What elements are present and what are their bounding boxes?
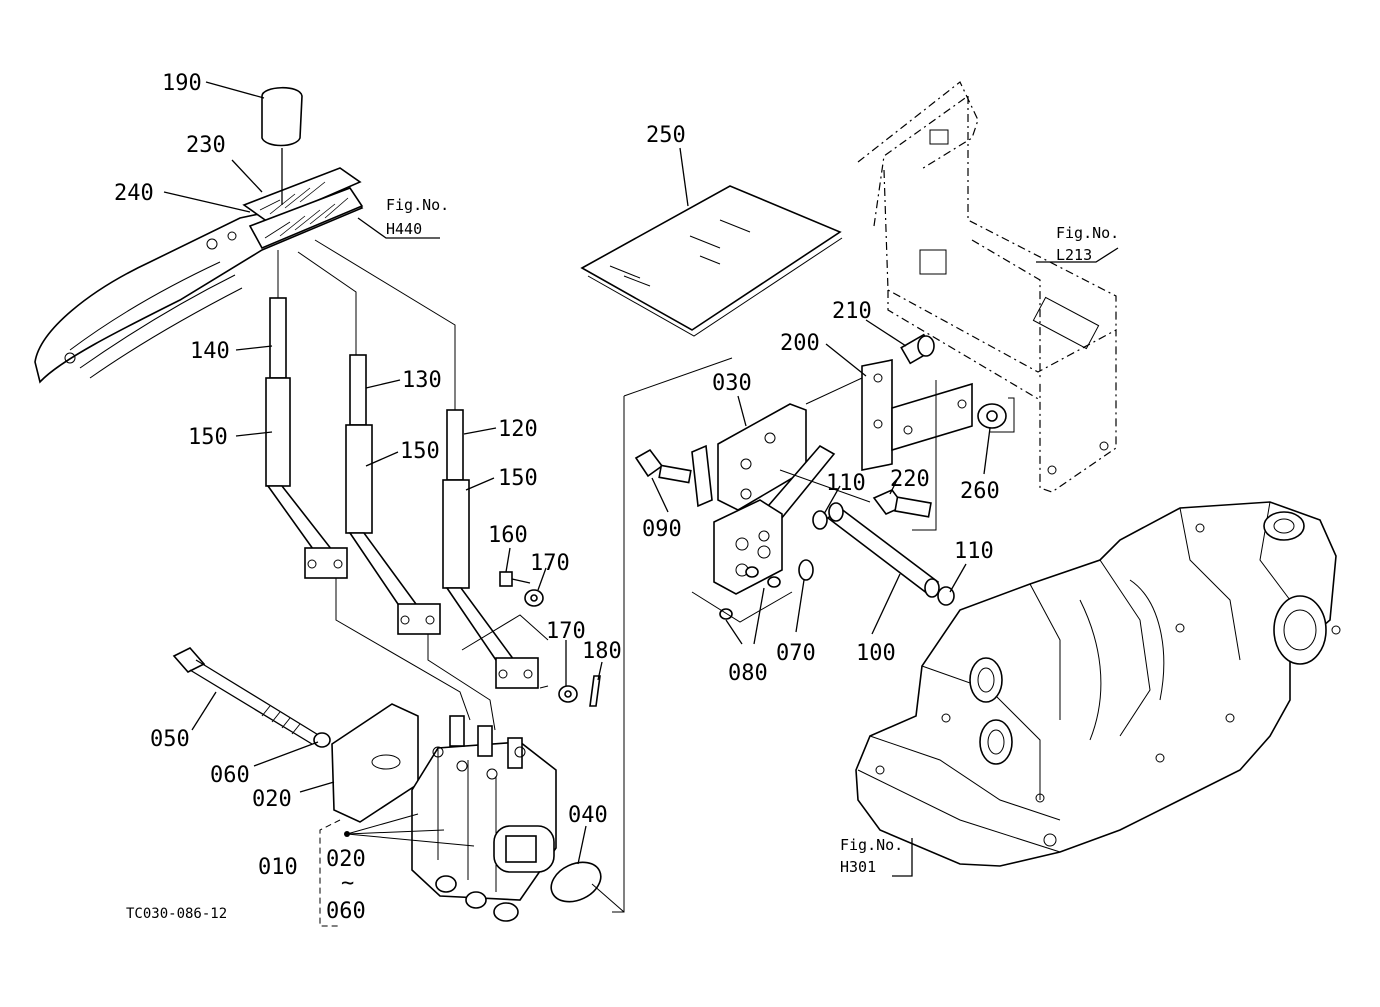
bracket-200: [861, 359, 973, 471]
washer-170-lower: [558, 685, 578, 703]
hydraulic-housing: [855, 501, 1341, 867]
part-labels: 190 230 240 140 130 150 150 150 120 160 …: [114, 71, 1000, 880]
part-label-050: 050: [150, 727, 190, 752]
pipe-100: [826, 502, 940, 598]
part-label-110-b: 110: [954, 539, 994, 564]
part-label-250: 250: [646, 123, 686, 148]
part-label-220: 220: [890, 467, 930, 492]
control-valve-010: [411, 715, 557, 922]
part-label-150-c: 150: [498, 466, 538, 491]
part-label-030: 030: [712, 371, 752, 396]
part-label-180: 180: [582, 639, 622, 664]
hose-path-line-2: [591, 883, 625, 913]
part-label-010: 010: [258, 855, 298, 880]
part-label-160: 160: [488, 523, 528, 548]
part-label-110-a: 110: [826, 471, 866, 496]
part-label-150-a: 150: [188, 425, 228, 450]
svg-text:H440: H440: [386, 220, 422, 238]
valve-link-lines: [335, 578, 549, 731]
linkage-lines: [277, 239, 456, 410]
part-label-230: 230: [186, 133, 226, 158]
lever-120-150: [442, 409, 539, 689]
part-label-170-a: 170: [530, 551, 570, 576]
svg-text:Fig.No.: Fig.No.: [1056, 224, 1119, 242]
manual-250: [580, 185, 843, 337]
part-label-070: 070: [776, 641, 816, 666]
washer-260: [977, 403, 1007, 429]
fig-ref-l213: Fig.No. L213: [1056, 224, 1119, 264]
svg-text:Fig.No.: Fig.No.: [840, 836, 903, 854]
part-label-060: 060: [210, 763, 250, 788]
fitting-210: [900, 333, 935, 365]
range-label: 020 ~ 060: [326, 847, 366, 924]
part-label-040: 040: [568, 803, 608, 828]
o-ring-110-upper: [812, 510, 828, 530]
cotter-pin-180: [589, 675, 601, 707]
part-label-170-b: 170: [546, 619, 586, 644]
bracket-small: [691, 444, 713, 508]
fitting-090: [634, 448, 692, 484]
range-to: 060: [326, 899, 366, 924]
part-label-100: 100: [856, 641, 896, 666]
bolt-050: [172, 647, 321, 745]
bolt-220: [872, 489, 932, 518]
plate-020: [331, 703, 419, 823]
part-label-080: 080: [728, 661, 768, 686]
washer-170-upper: [524, 589, 544, 607]
o-ring-040: [550, 861, 602, 903]
fig-ref-h301: Fig.No. H301: [840, 836, 903, 876]
lever-130-150: [345, 354, 441, 635]
range-sep: ~: [341, 871, 354, 896]
pin-160: [499, 571, 531, 587]
part-label-130: 130: [402, 368, 442, 393]
assembly-guide-lines: [623, 357, 1015, 623]
part-label-200: 200: [780, 331, 820, 356]
part-label-120: 120: [498, 417, 538, 442]
lever-140-150: [265, 297, 348, 579]
part-label-210: 210: [832, 299, 872, 324]
part-label-260: 260: [960, 479, 1000, 504]
svg-text:Fig.No.: Fig.No.: [386, 196, 449, 214]
fig-ref-h440: Fig.No. H440: [386, 196, 449, 238]
rops-frame-dashed: [857, 81, 1117, 493]
leader-lines: [163, 81, 1119, 877]
lever-guide-plate: [34, 194, 364, 384]
part-label-140: 140: [190, 339, 230, 364]
svg-text:L213: L213: [1056, 246, 1092, 264]
part-label-150-b: 150: [400, 439, 440, 464]
guide-cover-hatched: [242, 167, 364, 250]
diagram-caption: TC030-086-12: [126, 906, 227, 922]
o-ring-070: [798, 559, 814, 581]
range-leaders: [344, 813, 475, 847]
part-label-240: 240: [114, 181, 154, 206]
part-label-090: 090: [642, 517, 682, 542]
adapter-block: [713, 499, 783, 595]
part-label-020: 020: [252, 787, 292, 812]
knob-190: [261, 86, 303, 205]
range-from: 020: [326, 847, 366, 872]
svg-text:H301: H301: [840, 858, 876, 876]
range-bracket-010: [319, 819, 341, 927]
washer-060: [313, 732, 331, 748]
part-label-190: 190: [162, 71, 202, 96]
